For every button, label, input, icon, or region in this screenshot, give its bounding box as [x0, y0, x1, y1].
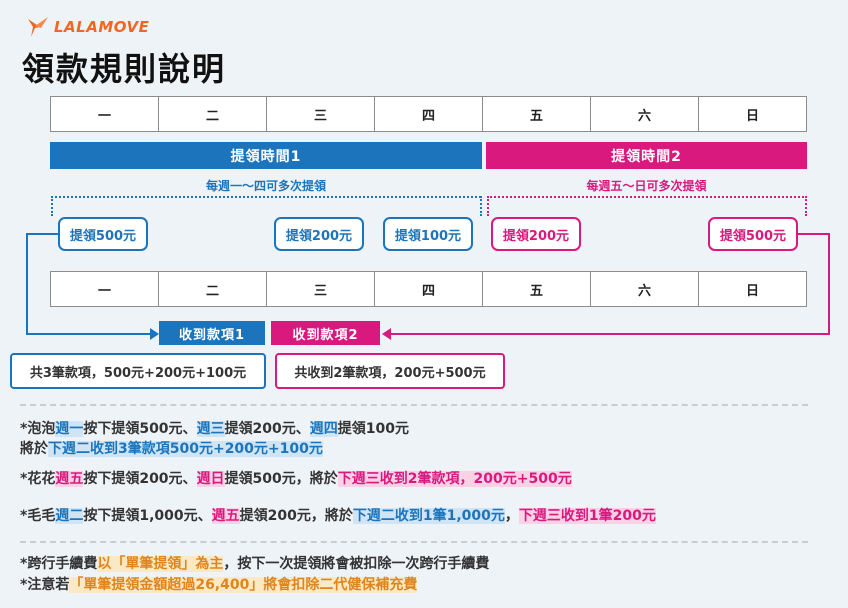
- received-label-2: 收到款項2: [271, 321, 380, 345]
- note-highlight: 週二: [55, 508, 84, 524]
- note-highlight: 週日: [196, 471, 225, 487]
- note-text: *泡泡: [20, 421, 56, 437]
- summary-box-1: 共3筆款項，500元+200元+100元: [10, 353, 266, 389]
- day-cell: 日: [745, 108, 759, 124]
- divider: [20, 541, 808, 543]
- bracket-tick: [480, 196, 482, 216]
- note-text: *注意若: [20, 577, 70, 593]
- note-warning: *注意若「單筆提領金額超過26,400」將會扣除二代健保補充費: [20, 576, 418, 595]
- connector-line: [828, 233, 830, 334]
- note-text: 按下提領1,000元、: [83, 508, 212, 524]
- note-text: 按下提領200元、: [83, 471, 197, 487]
- day-cell: 一: [51, 97, 159, 131]
- note-text: 將於: [20, 441, 48, 457]
- logo-text: LALAMOVE: [54, 18, 150, 36]
- connector-line: [26, 233, 28, 334]
- note-highlight: 週五: [211, 508, 240, 524]
- bird-logo-icon: [28, 17, 48, 37]
- note-text: 提領500元，將於: [224, 471, 338, 487]
- note-text: 提領100元: [337, 421, 410, 437]
- period-bar-2: 提領時間2: [486, 142, 807, 169]
- note-example-1: *泡泡週一按下提領500元、週三提領200元、週四提領100元: [20, 420, 409, 439]
- bracket-line-1: [51, 196, 481, 198]
- note-text: 提領200元，將於: [239, 508, 353, 524]
- note-highlight: 下週三收到2筆款項: [337, 471, 460, 487]
- note-highlight: 「單筆提領金額超過26,400」將會扣除二代健保補充費: [69, 577, 418, 593]
- bracket-line-2: [487, 196, 807, 198]
- withdraw-box: 提領200元: [274, 217, 364, 251]
- day-cell: 五: [483, 97, 591, 131]
- bracket-tick: [51, 196, 53, 216]
- day-cell: 日: [745, 283, 759, 299]
- note-text: *毛毛: [20, 508, 56, 524]
- lalamove-logo: LALAMOVE: [26, 14, 149, 40]
- note-highlight: 週一: [55, 421, 84, 437]
- period-subtitle-1: 每週一～四可多次提領: [205, 179, 326, 193]
- connector-line: [798, 233, 830, 235]
- connector-line: [26, 333, 152, 335]
- withdraw-box: 提領500元: [708, 217, 798, 251]
- period-bar-1: 提領時間1: [50, 142, 482, 169]
- withdraw-box: 提領500元: [58, 217, 148, 251]
- note-highlight: 週五: [55, 471, 84, 487]
- arrow-right-icon: [150, 328, 159, 340]
- note-text: 按下提領500元、: [83, 421, 197, 437]
- note-fee: *跨行手續費以「單筆提領」為主，按下一次提領將會被扣除一次跨行手續費: [20, 555, 489, 574]
- weekday-table-top: 一 二 三 四 五 六 日: [50, 96, 807, 132]
- divider: [20, 404, 808, 406]
- day-cell: 六: [591, 272, 699, 306]
- note-highlight: 週四: [309, 421, 338, 437]
- note-highlight: ，200元+500元: [459, 471, 572, 487]
- note-text: *花花: [20, 471, 56, 487]
- connector-line: [26, 233, 58, 235]
- bracket-tick: [805, 196, 807, 216]
- note-example-2: *花花週五按下提領200元、週日提領500元，將於下週三收到2筆款項，200元+…: [20, 470, 572, 489]
- note-highlight: 週三: [196, 421, 225, 437]
- withdraw-box: 提領100元: [383, 217, 473, 251]
- day-cell: 三: [267, 272, 375, 306]
- note-example-1-line2: 將於下週二收到3筆款項500元+200元+100元: [20, 440, 323, 459]
- note-highlight: 下週二收到3筆款項500元+200元+100元: [48, 441, 323, 457]
- bracket-tick: [487, 196, 489, 216]
- page-title: 領款規則說明: [22, 50, 227, 88]
- period-subtitle-2: 每週五～日可多次提領: [586, 179, 707, 193]
- summary-box-2: 共收到2筆款項，200元+500元: [275, 353, 505, 389]
- day-cell: 四: [375, 97, 483, 131]
- note-text: ，按下一次提領將會被扣除一次跨行手續費: [223, 556, 490, 572]
- note-text: 提領200元、: [224, 421, 310, 437]
- withdraw-box: 提領200元: [491, 217, 581, 251]
- received-label-1: 收到款項1: [159, 321, 265, 345]
- day-cell: 四: [375, 272, 483, 306]
- note-text: *跨行手續費: [20, 556, 98, 572]
- note-highlight: 以「單筆提領」為主: [97, 556, 224, 572]
- connector-line: [390, 333, 830, 335]
- day-cell: 二: [159, 272, 267, 306]
- day-cell: 三: [267, 97, 375, 131]
- day-cell: 一: [51, 272, 159, 306]
- arrow-left-icon: [382, 328, 391, 340]
- weekday-table-bottom: 一 二 三 四 五 六 日: [50, 271, 807, 307]
- day-cell: 二: [159, 97, 267, 131]
- note-highlight: 下週二收到1筆1,000元: [352, 508, 505, 524]
- day-cell: 六: [591, 97, 699, 131]
- note-text: ，: [504, 508, 519, 524]
- note-highlight: 下週三收到1筆200元: [518, 508, 656, 524]
- note-example-3: *毛毛週二按下提領1,000元、週五提領200元，將於下週二收到1筆1,000元…: [20, 507, 656, 526]
- day-cell: 五: [483, 272, 591, 306]
